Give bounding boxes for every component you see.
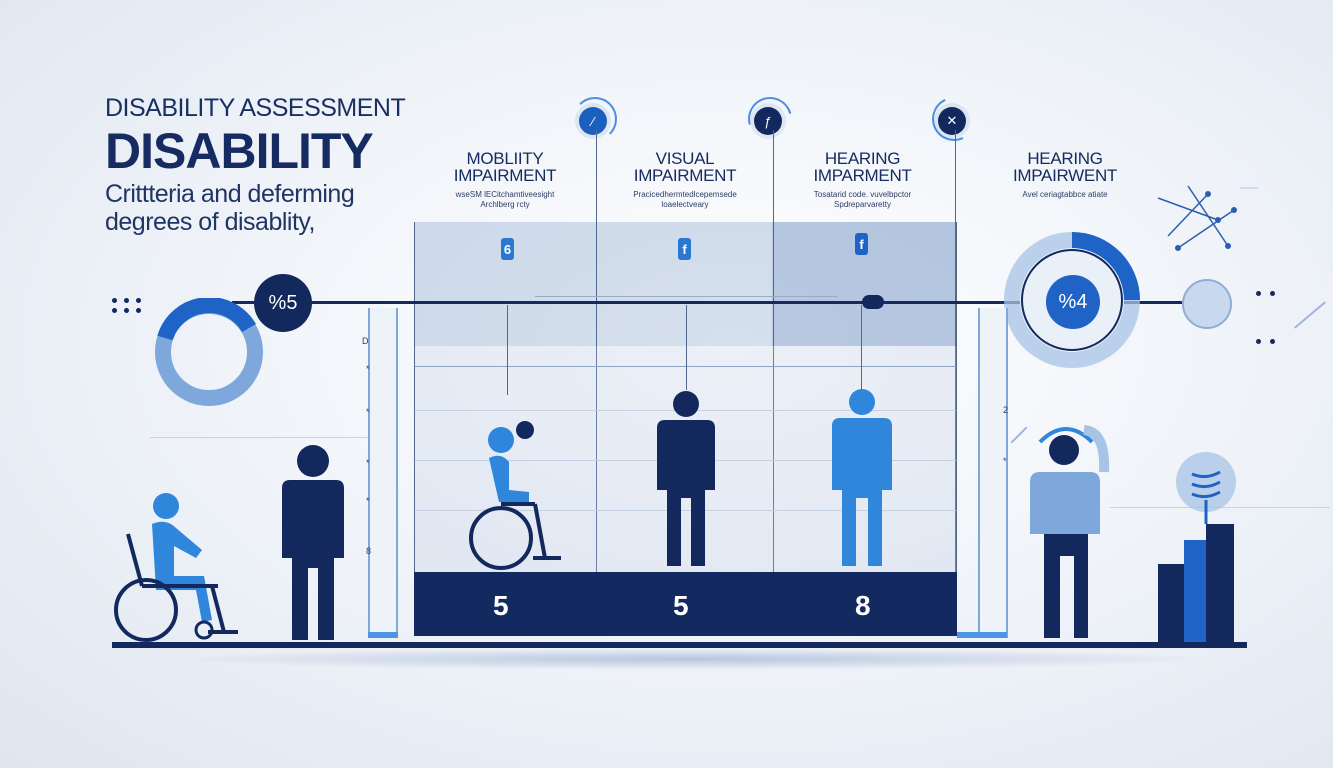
person-figure-hearing	[832, 389, 892, 566]
score-bar	[414, 572, 957, 636]
dot	[1270, 339, 1275, 344]
gauge-label: *	[366, 407, 370, 417]
guide-line	[773, 130, 774, 572]
hanger-line	[686, 305, 687, 390]
column-title-1: MOBLIITY	[466, 149, 544, 168]
category-badge: f	[855, 233, 868, 255]
gauge-label: *	[366, 458, 370, 468]
score-visual: 5	[673, 590, 689, 621]
person-figure-visual	[657, 391, 715, 566]
gauge-label: D	[362, 336, 369, 346]
panel-border	[956, 222, 957, 636]
gauge-label: *	[366, 496, 370, 506]
reference-line	[414, 510, 957, 511]
cross-icon: ✕	[938, 107, 966, 135]
score-marker-right: %4	[1046, 275, 1100, 329]
gauge-base	[368, 632, 398, 638]
column-note-1: wseSM lECitchamtiveesight	[455, 190, 555, 199]
column-title-2: IMPARMENT	[813, 166, 912, 185]
dot	[136, 308, 141, 313]
dot	[124, 308, 129, 313]
light-circle	[1182, 279, 1232, 329]
score-marker-left: %5	[254, 274, 312, 332]
accent-stroke	[1010, 426, 1028, 444]
donut-chart-left	[155, 298, 263, 406]
headline: DISABILITY	[105, 123, 374, 179]
score-mobility: 5	[493, 590, 509, 621]
dot	[112, 298, 117, 303]
gauge-base	[957, 632, 1007, 638]
person-figure	[282, 445, 344, 640]
scale-slider-handle[interactable]	[862, 295, 884, 309]
hanger-line	[507, 305, 508, 395]
ring-arc	[573, 97, 617, 141]
column-title-1: HEARING	[1027, 149, 1103, 168]
dot	[112, 308, 117, 313]
panel-shade	[414, 222, 772, 346]
column-note-1: Tosatarid code. vuvelbpctor	[813, 190, 912, 199]
column-title-1: HEARING	[824, 149, 901, 168]
category-badge: 6	[501, 238, 514, 260]
subtitle-line-1: Crittteria and deferming	[105, 180, 355, 208]
guide-line	[596, 130, 597, 572]
thin-line	[150, 437, 390, 438]
panel-border	[414, 222, 415, 636]
wheelchair-user-figure	[114, 493, 238, 642]
scale-line-shadow	[535, 296, 838, 297]
dot	[1270, 291, 1275, 296]
column-note-2: loaelectveary	[661, 200, 709, 209]
column-title-2: IMPAIRMENT	[453, 166, 557, 185]
column-title-2: IMPAIRMENT	[633, 166, 737, 185]
network-graphic	[1157, 185, 1258, 251]
category-badge: f	[678, 238, 691, 260]
column-heading-hearing: HEARING IMPARMENT Tosatarid code. vuvelb…	[785, 150, 940, 210]
wheelchair-figure-mobility	[469, 421, 561, 570]
dot	[1256, 339, 1261, 344]
subtitle-line-2: degrees of disablity,	[105, 208, 316, 236]
person-figure-headphones	[1030, 425, 1110, 638]
column-heading-mobility: MOBLIITY IMPAIRMENT wseSM lECitchamtivee…	[430, 150, 580, 210]
kicker-title: DISABILITY ASSESSMENT	[105, 94, 406, 122]
subtitle: Crittteria and deferming degrees of disa…	[105, 180, 355, 236]
column-note-2: Archlberg rcty	[480, 200, 530, 209]
column-title-1: VISUAL	[655, 149, 715, 168]
dot	[136, 298, 141, 303]
gauge-left	[368, 308, 398, 638]
column-heading-hearing-2: HEARING IMPAIRWENT Avel ceriagtabbce ati…	[985, 150, 1145, 200]
wrench-icon: ⁄	[579, 107, 607, 135]
gauge-label: 2	[1003, 405, 1009, 415]
dot	[124, 298, 129, 303]
gauge-right	[978, 308, 1008, 638]
dot	[1256, 291, 1261, 296]
accent-stroke	[1294, 301, 1326, 329]
reference-line	[414, 366, 957, 367]
gauge-label: *	[366, 364, 370, 374]
gauge-label: 8	[366, 546, 372, 556]
scale-line	[232, 301, 1182, 304]
column-heading-visual: VISUAL IMPAIRMENT Pracicedhermtedlcepems…	[610, 150, 760, 210]
column-title-2: IMPAIRWENT	[1012, 166, 1118, 185]
tools-icon: ƒ	[754, 107, 782, 135]
mini-bar-chart	[1158, 452, 1236, 642]
gauge-label: *	[1003, 456, 1007, 466]
hanger-line	[861, 305, 862, 390]
floor-glow	[160, 648, 1220, 670]
guide-line	[955, 130, 956, 572]
column-note-1: Pracicedhermtedlcepemsede	[633, 190, 737, 199]
column-note-2: Spdreparvaretty	[834, 200, 891, 209]
floor-line	[112, 642, 1247, 648]
score-hearing: 8	[855, 590, 871, 621]
column-note-1: Avel ceriagtabbce atiate	[1022, 190, 1108, 199]
